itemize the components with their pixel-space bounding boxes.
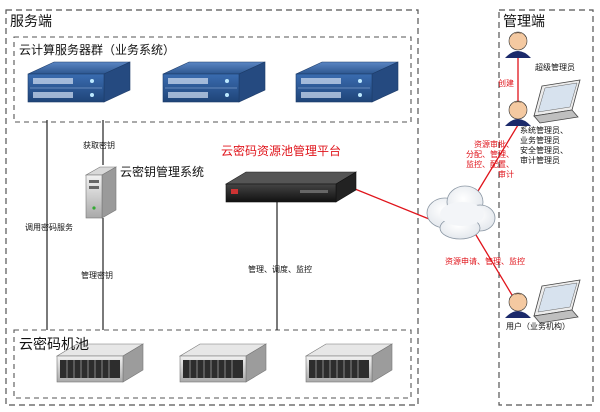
edge-label-manage-key: 管理密钥 [81, 271, 113, 280]
rack-server-3 [295, 61, 399, 103]
server-side-region [5, 9, 419, 406]
crypto-machine-2 [178, 343, 268, 383]
line-admin-to-cloud [474, 124, 519, 197]
crypto-pool-title: 云密码机池 [19, 337, 89, 353]
user-label: 用户（业务机构） [506, 322, 570, 331]
platform-appliance [224, 171, 358, 203]
key-management-title: 云密钥管理系统 [120, 165, 205, 179]
line-platform-to-cloud [354, 188, 435, 222]
edge-label-manage-schedule: 管理、调度、监控 [248, 265, 312, 274]
crypto-pool-region [13, 329, 412, 399]
rack-server-1 [27, 61, 131, 103]
edge-label-resource-ops: 资源审批、 分配、管理、 监控、配置、 审计 [466, 140, 514, 179]
super-admin-person-icon [505, 31, 531, 58]
super-admin-label: 超级管理员 [535, 63, 575, 72]
rack-server-2 [162, 61, 266, 103]
crypto-machine-1 [55, 343, 145, 383]
cloud-cluster-region [13, 36, 412, 123]
edge-label-get-key: 获取密钥 [83, 141, 115, 150]
key-management-server [84, 166, 118, 219]
platform-title: 云密码资源池管理平台 [221, 144, 342, 158]
admin-side-title: 管理端 [503, 14, 545, 30]
admin-roles-label: 系统管理员、 业务管理员 安全管理员、 审计管理员 [520, 126, 568, 165]
line-user-to-cloud [472, 229, 516, 301]
edge-label-call-service: 调用密码服务 [25, 223, 73, 232]
user-laptop-icon [533, 279, 581, 324]
admin-laptop-icon [533, 79, 581, 124]
cloud-cluster-title: 云计算服务器群（业务系统） [19, 43, 176, 57]
system-admin-person-icon [505, 100, 531, 126]
edge-label-user-ops: 资源申请、管理、监控 [445, 257, 525, 266]
crypto-machine-3 [304, 343, 394, 383]
edge-label-create: 创建 [498, 79, 514, 88]
admin-side-region [498, 9, 594, 406]
network-cloud-icon [426, 185, 496, 240]
user-person-icon [505, 292, 531, 318]
server-side-title: 服务端 [10, 14, 52, 30]
